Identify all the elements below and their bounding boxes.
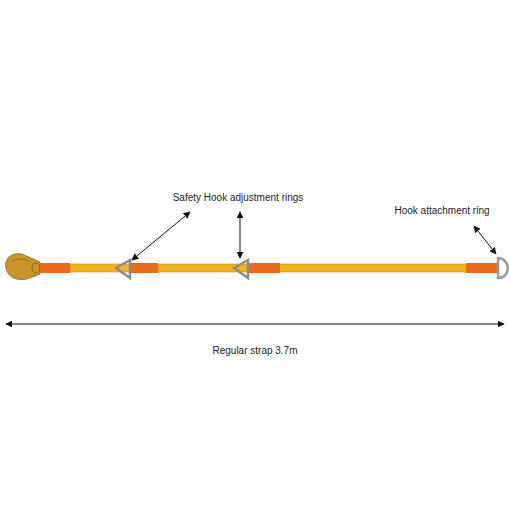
adjustment-rings [116,260,248,278]
dimension-label: Regular strap 3.7m [210,345,299,357]
callout-label: Safety Hook adjustment rings [171,192,306,204]
leader-arrows [6,212,504,324]
safety-hook [6,254,40,280]
callout-label: Hook attachment ring [392,205,491,217]
attachment-ring [498,258,508,278]
strap-webbing [36,264,498,272]
strap-sleeves [40,263,498,273]
